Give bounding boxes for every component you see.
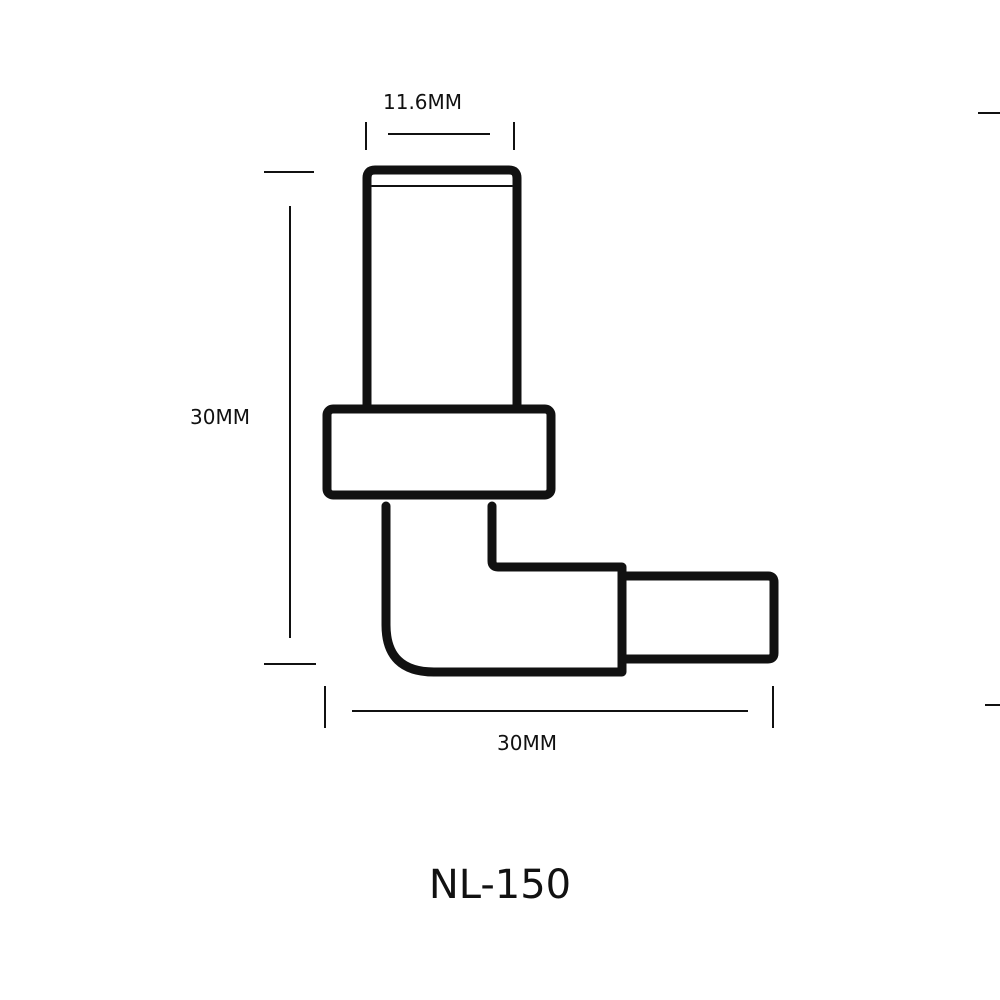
dimension-label-top-width: 11.6MM	[383, 90, 463, 114]
model-name: NL-150	[428, 862, 572, 908]
dimension-label-height: 30MM	[190, 405, 250, 429]
elbow-body	[381, 501, 627, 677]
dimension-lines	[264, 112, 1000, 728]
collar-nut	[322, 404, 556, 500]
side-tube	[619, 571, 779, 664]
top-tube	[362, 165, 522, 413]
dimension-label-width: 30MM	[497, 731, 557, 755]
